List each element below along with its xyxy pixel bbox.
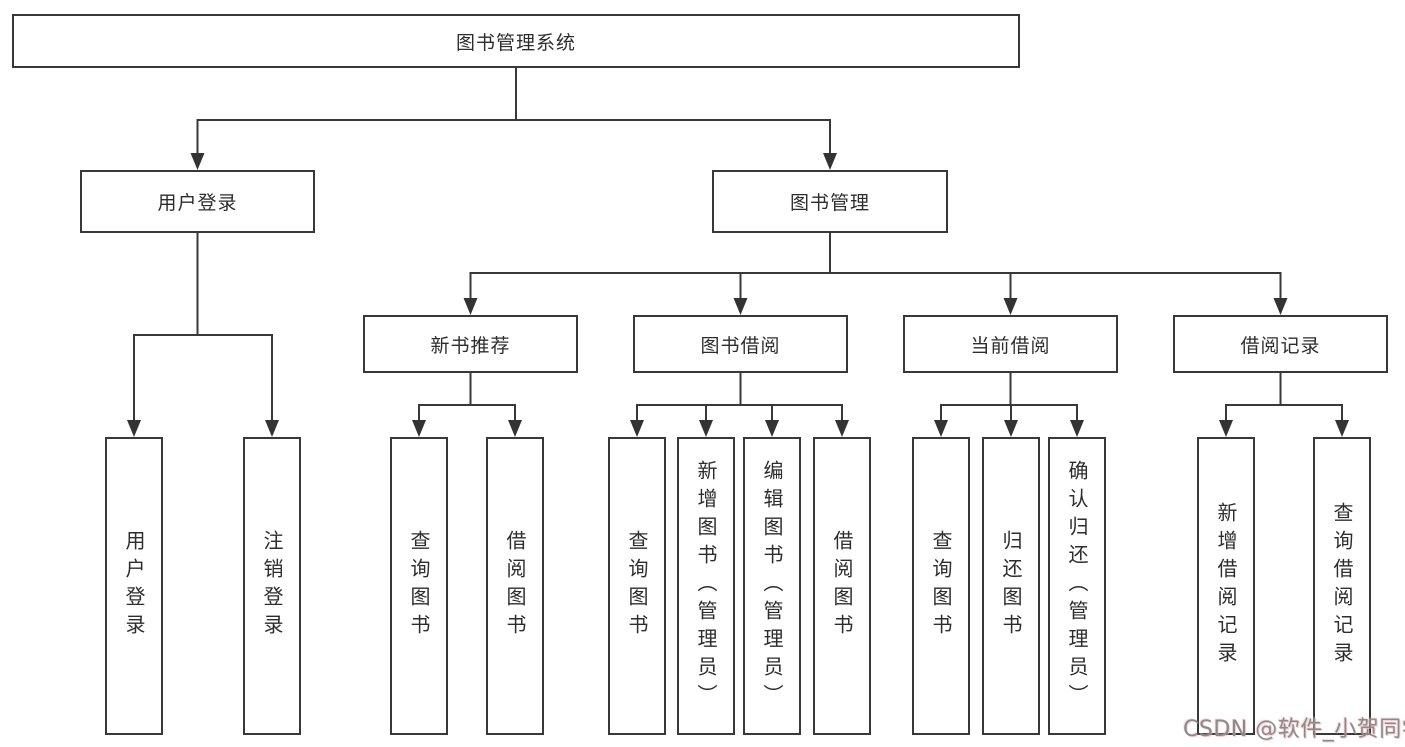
node-label: 查询借阅记录: [1330, 502, 1354, 670]
leaf-logout: 注销登录: [243, 437, 301, 735]
node-label: 确认归还（管理员）: [1065, 460, 1089, 712]
node-label: 图书借阅: [700, 334, 781, 357]
leaf-borrowing-add-books-admin: 新增图书（管理员）: [677, 437, 735, 735]
node-book-borrowing: 图书借阅: [633, 315, 848, 373]
node-label: 用户登录: [157, 192, 238, 214]
leaf-user-login: 用户登录: [105, 437, 163, 735]
node-user-login: 用户登录: [80, 170, 315, 233]
node-label: 编辑图书（管理员）: [760, 460, 784, 712]
node-label: 当前借阅: [970, 334, 1051, 357]
node-label: 图书管理系统: [455, 31, 576, 54]
node-label: 归还图书: [999, 530, 1023, 642]
leaf-borrowing-borrow-books: 借阅图书: [813, 437, 871, 735]
node-label: 用户登录: [122, 530, 146, 642]
leaf-records-add-record: 新增借阅记录: [1197, 437, 1255, 735]
node-label: 新书推荐: [430, 334, 511, 357]
leaf-borrowing-query-books: 查询图书: [608, 437, 666, 735]
leaf-current-query-books: 查询图书: [912, 437, 970, 735]
node-label: 查询图书: [625, 530, 649, 642]
leaf-recommend-borrow-books: 借阅图书: [486, 437, 544, 735]
leaf-records-query-record: 查询借阅记录: [1313, 437, 1371, 735]
node-label: 借阅记录: [1240, 334, 1321, 357]
node-label: 注销登录: [260, 530, 284, 642]
node-label: 图书管理: [789, 192, 870, 214]
leaf-current-return-books: 归还图书: [982, 437, 1040, 735]
node-label: 借阅图书: [830, 530, 854, 642]
node-current-borrowing: 当前借阅: [903, 315, 1118, 373]
node-label: 查询图书: [929, 530, 953, 642]
leaf-recommend-query-books: 查询图书: [390, 437, 448, 735]
csdn-watermark: CSDN @软件_小贺同学: [1183, 717, 1405, 742]
node-label: 借阅图书: [503, 530, 527, 642]
node-label: 查询图书: [407, 530, 431, 642]
node-borrowing-records: 借阅记录: [1173, 315, 1388, 373]
node-book-management: 图书管理: [712, 170, 948, 233]
node-label: 新增借阅记录: [1214, 502, 1238, 670]
node-library-management-system: 图书管理系统: [12, 14, 1020, 68]
node-label: 新增图书（管理员）: [694, 460, 718, 712]
leaf-borrowing-edit-books-admin: 编辑图书（管理员）: [743, 437, 801, 735]
node-new-book-recommend: 新书推荐: [363, 315, 578, 373]
leaf-current-confirm-return-admin: 确认归还（管理员）: [1048, 437, 1106, 735]
